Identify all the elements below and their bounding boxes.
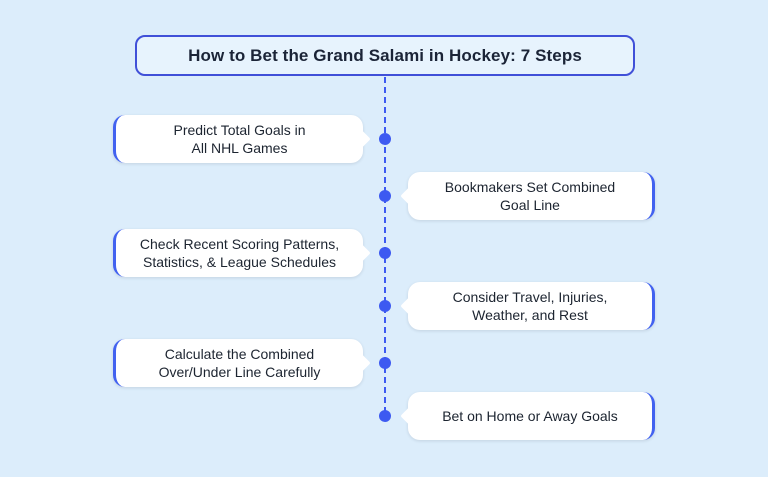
step-text-line: Statistics, & League Schedules <box>142 254 336 270</box>
step-box-3: Check Recent Scoring Patterns, Statistic… <box>113 229 371 277</box>
timeline-dot <box>379 247 391 259</box>
connector-tail <box>352 353 371 373</box>
timeline-dot <box>379 300 391 312</box>
step-text-line: Predict Total Goals in <box>173 122 306 138</box>
timeline-dot <box>379 357 391 369</box>
step-box-6: Bet on Home or Away Goals <box>400 392 655 440</box>
timeline-dot <box>379 133 391 145</box>
step-text-line: All NHL Games <box>191 140 288 156</box>
step-text-line: Goal Line <box>500 197 560 213</box>
timeline-dot <box>379 190 391 202</box>
step-box-5: Calculate the Combined Over/Under Line C… <box>113 339 371 387</box>
timeline-dot <box>379 410 391 422</box>
step-box-1: Predict Total Goals in All NHL Games <box>113 115 371 163</box>
connector-tail <box>400 296 419 316</box>
connector-tail <box>352 129 371 149</box>
step-text-line: Over/Under Line Carefully <box>158 364 321 380</box>
step-text-line: Bet on Home or Away Goals <box>442 408 618 424</box>
step-text-line: Consider Travel, Injuries, <box>452 289 608 305</box>
timeline-line <box>384 77 386 416</box>
step-text-line: Check Recent Scoring Patterns, <box>139 236 340 252</box>
title-box: How to Bet the Grand Salami in Hockey: 7… <box>135 35 635 76</box>
page-title: How to Bet the Grand Salami in Hockey: 7… <box>188 45 582 65</box>
step-text-line: Weather, and Rest <box>472 307 588 323</box>
step-text-line: Bookmakers Set Combined <box>444 179 616 195</box>
connector-tail <box>352 243 371 263</box>
step-box-4: Consider Travel, Injuries, Weather, and … <box>400 282 655 330</box>
step-text-line: Calculate the Combined <box>164 346 315 362</box>
connector-tail <box>400 406 419 426</box>
step-box-2: Bookmakers Set Combined Goal Line <box>400 172 655 220</box>
connector-tail <box>400 186 419 206</box>
